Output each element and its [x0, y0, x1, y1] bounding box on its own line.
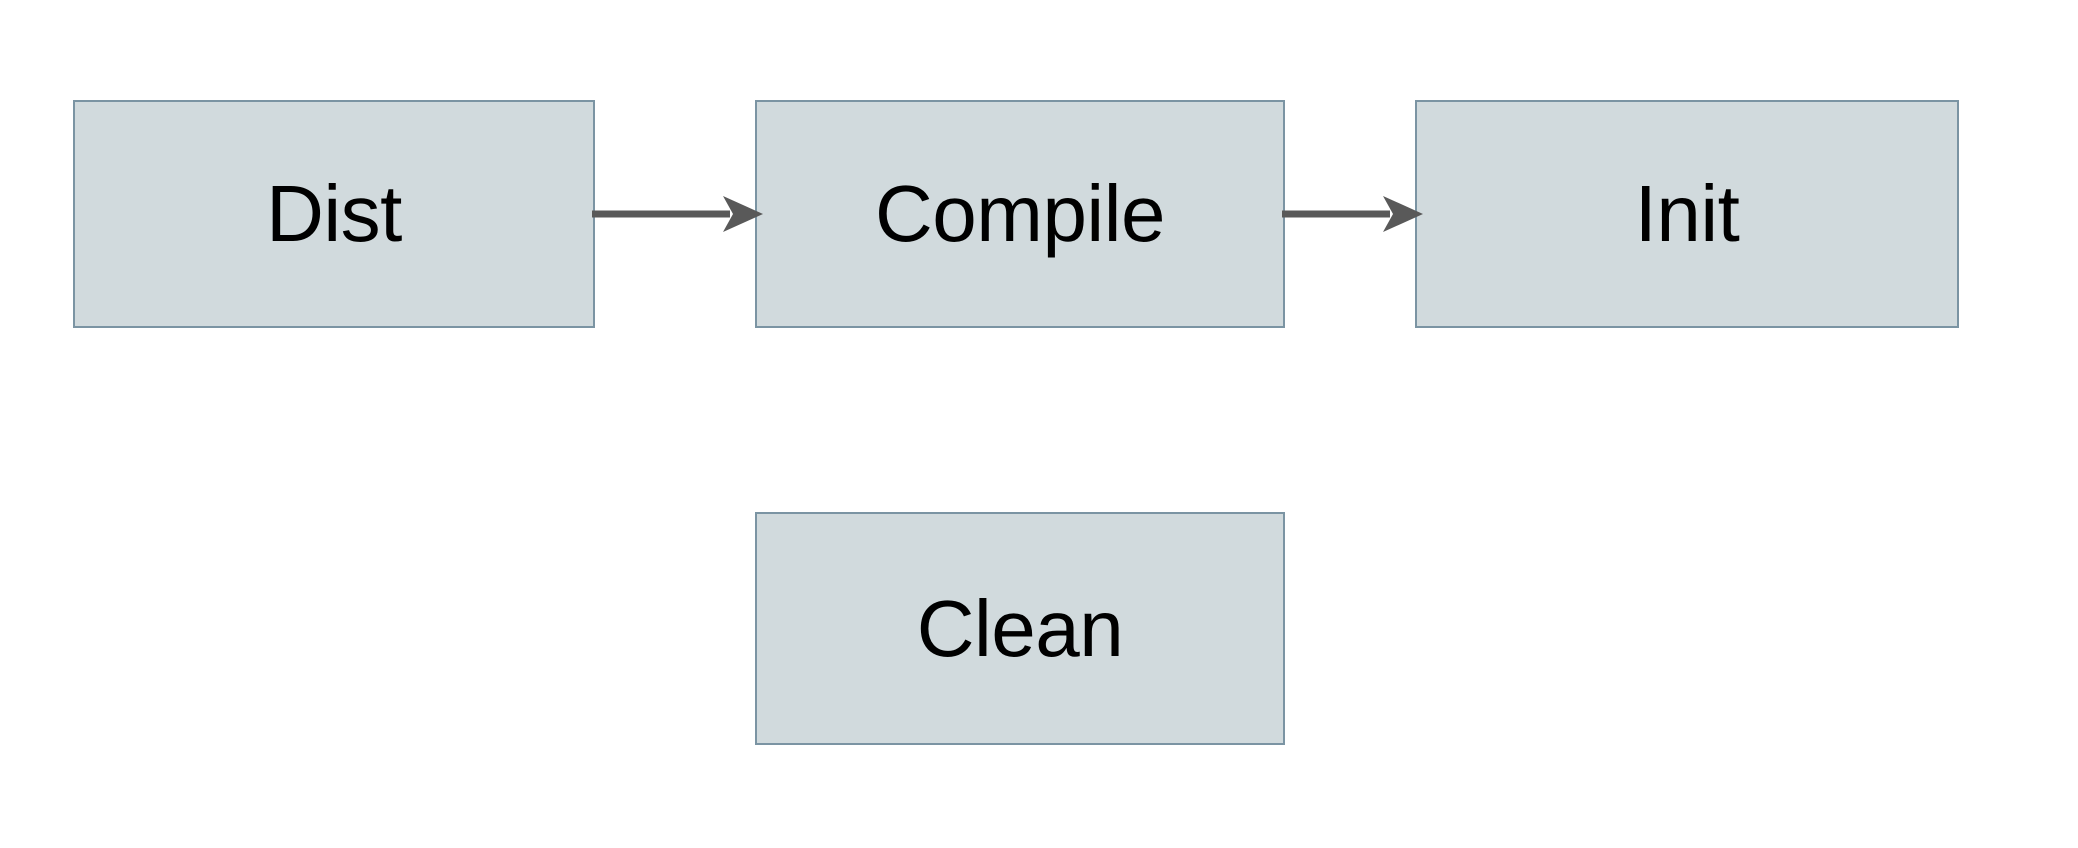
node-init[interactable]: Init: [1415, 100, 1959, 328]
node-compile[interactable]: Compile: [755, 100, 1285, 328]
node-dist[interactable]: Dist: [73, 100, 595, 328]
node-clean-label: Clean: [916, 583, 1124, 673]
node-init-label: Init: [1634, 169, 1740, 258]
edge-compile-to-init[interactable]: [1280, 190, 1425, 240]
node-dist-label: Dist: [266, 169, 402, 258]
node-clean[interactable]: Clean: [755, 512, 1285, 745]
edge-dist-to-compile[interactable]: [590, 190, 765, 240]
node-compile-label: Compile: [875, 169, 1165, 258]
